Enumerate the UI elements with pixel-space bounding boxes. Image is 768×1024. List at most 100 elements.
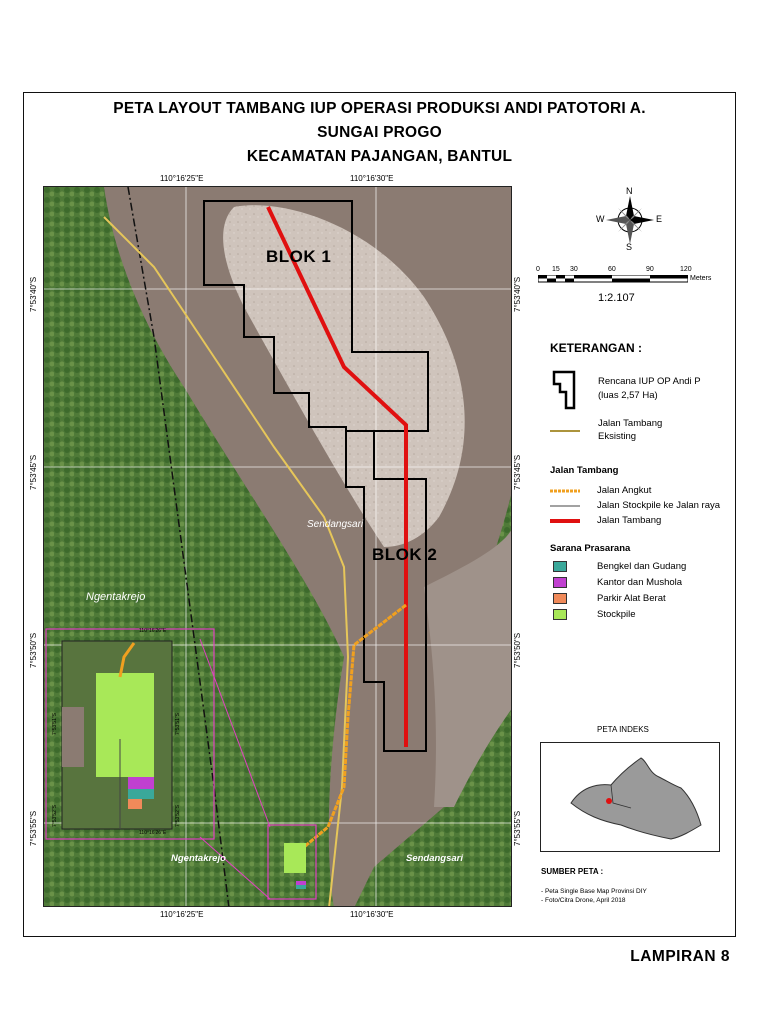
sendangsari-bottom-label: Sendangsari [406,853,464,864]
lat-label-left-4: 7°53'55"S [29,810,38,846]
inset-coord-bl: 7°53'52"S [52,805,58,827]
title-line-2: SUNGAI PROGO [317,124,442,141]
legend-jalan-angkut: Jalan Angkut [597,485,652,496]
legend-sarana-heading: Sarana Prasarana [550,543,631,554]
iup-boundary [203,200,429,752]
jalan-stockpile-symbol [550,505,580,507]
legend-iup-line1: Rencana IUP OP Andi P [598,376,701,387]
lon-label-top-1: 110°16'25"E [160,174,204,183]
scale-bar: 0 15 30 60 90 120 Meters 1:2.107 [536,266,736,312]
graticule [44,187,511,906]
legend-stockpile: Stockpile [597,609,636,620]
blok1-label: BLOK 1 [266,247,332,266]
stockpile-road [103,216,350,906]
title-line-3: KECAMATAN PAJANGAN, BANTUL [246,148,513,165]
sendangsari-label: Sendangsari [307,519,364,530]
jalan-eks-symbol [550,430,580,432]
inset-coord-right: 7°53'51"S [175,713,181,735]
lat-label-left-3: 7°53'50"S [29,632,38,668]
scale-bar-graphic [538,275,688,283]
scale-tick-120: 120 [680,266,692,273]
jalan-tambang-symbol [550,519,580,523]
swatch-kantor [553,577,567,588]
compass-rose: N S W E [596,186,663,252]
admin-boundary [127,187,230,906]
map-canvas [44,187,511,906]
inset-coord-bottom: 110°16'26"E [139,830,167,836]
source-heading: SUMBER PETA : [541,867,604,876]
swatch-parkir [553,593,567,604]
inset-coord-br: 7°53'52"S [175,805,181,827]
inset-haul-road [118,642,136,678]
lon-label-top-2: 110°16'30"E [350,174,394,183]
lat-label-left-2: 7°53'45"S [29,454,38,490]
inset-coord-top: 110°16'26"E [139,628,167,634]
main-map: BLOK 1 BLOK 2 Sendangsari Ngentakrejo Ng… [43,186,512,907]
river-east [424,530,511,807]
blok2-label: BLOK 2 [372,545,438,564]
compass-w: W [596,214,605,224]
ngentakrejo-bottom-label: Ngentakrejo [171,853,226,864]
index-map-title: PETA INDEKS [597,725,649,734]
site-bengkel [296,885,306,889]
inset-water [62,707,84,767]
site-stockpile [284,843,306,873]
compass-icon [606,196,654,244]
legend-kantor: Kantor dan Mushola [597,577,683,588]
scale-unit: Meters [690,275,712,282]
legend-jalan-tambang: Jalan Tambang [597,515,662,526]
swatch-bengkel [553,561,567,572]
legend-jalan-stockpile: Jalan Stockpile ke Jalan raya [597,500,721,511]
iup-legend-symbol [552,370,576,410]
compass-s: S [626,242,633,252]
scale-tick-90: 90 [646,266,654,273]
source-item-1: - Peta Single Base Map Provinsi DIY [541,888,647,895]
scale-tick-15: 15 [552,266,560,273]
haul-road [303,603,407,849]
lat-label-right-3: 7°53'50"S [513,632,522,668]
index-internal-border [610,784,632,809]
ngentakrejo-label: Ngentakrejo [86,591,146,603]
lat-label-right-1: 7°53'40"S [513,276,522,312]
inset-kantor [128,777,154,789]
legend-parkir: Parkir Alat Berat [597,593,666,604]
inset-leader-1 [199,638,271,828]
jalan-angkut-symbol [550,489,580,493]
inset-stockpile [96,673,154,777]
lat-label-right-4: 7°53'55"S [513,810,522,846]
lat-label-right-2: 7°53'45"S [513,454,522,490]
legend-jalan-eks-line1: Jalan Tambang [598,418,663,429]
map-title: PETA LAYOUT TAMBANG IUP OPERASI PRODUKSI… [23,97,736,169]
source-item-2: - Foto/Citra Drone, April 2018 [541,897,626,904]
compass-e: E [656,214,663,224]
site-inset-outline [267,824,317,900]
index-location-marker [606,798,612,804]
site-kantor [296,881,306,885]
compass-n: N [626,186,633,196]
scale-tick-0: 0 [536,266,540,273]
legend-jalan-tambang-heading: Jalan Tambang [550,465,619,476]
lon-label-bottom-1: 110°16'25"E [160,910,204,919]
swatch-stockpile [553,609,567,620]
legend-heading: KETERANGAN : [550,341,642,355]
index-map [540,742,720,852]
mining-road [266,206,408,747]
lampiran-label: LAMPIRAN 8 [630,948,730,965]
index-region [570,757,702,840]
lon-label-bottom-2: 110°16'30"E [350,910,394,919]
index-map-graphic [570,757,702,840]
inset-frame [45,628,215,840]
scale-ratio: 1:2.107 [598,292,635,304]
scale-tick-60: 60 [608,266,616,273]
title-line-1: PETA LAYOUT TAMBANG IUP OPERASI PRODUKSI… [113,100,646,117]
legend-iup-line2: (luas 2,57 Ha) [598,390,658,401]
lat-label-left-1: 7°53'40"S [29,276,38,312]
map-frame [23,92,736,937]
legend-jalan-eks-line2: Eksisting [598,431,637,442]
inset-coord-left: 7°53'51"S [52,713,58,735]
scale-tick-30: 30 [570,266,578,273]
inset-bengkel [128,789,154,799]
inset-leader-2 [199,836,271,900]
inset-parkir [128,799,142,809]
legend-bengkel: Bengkel dan Gudang [597,561,687,572]
